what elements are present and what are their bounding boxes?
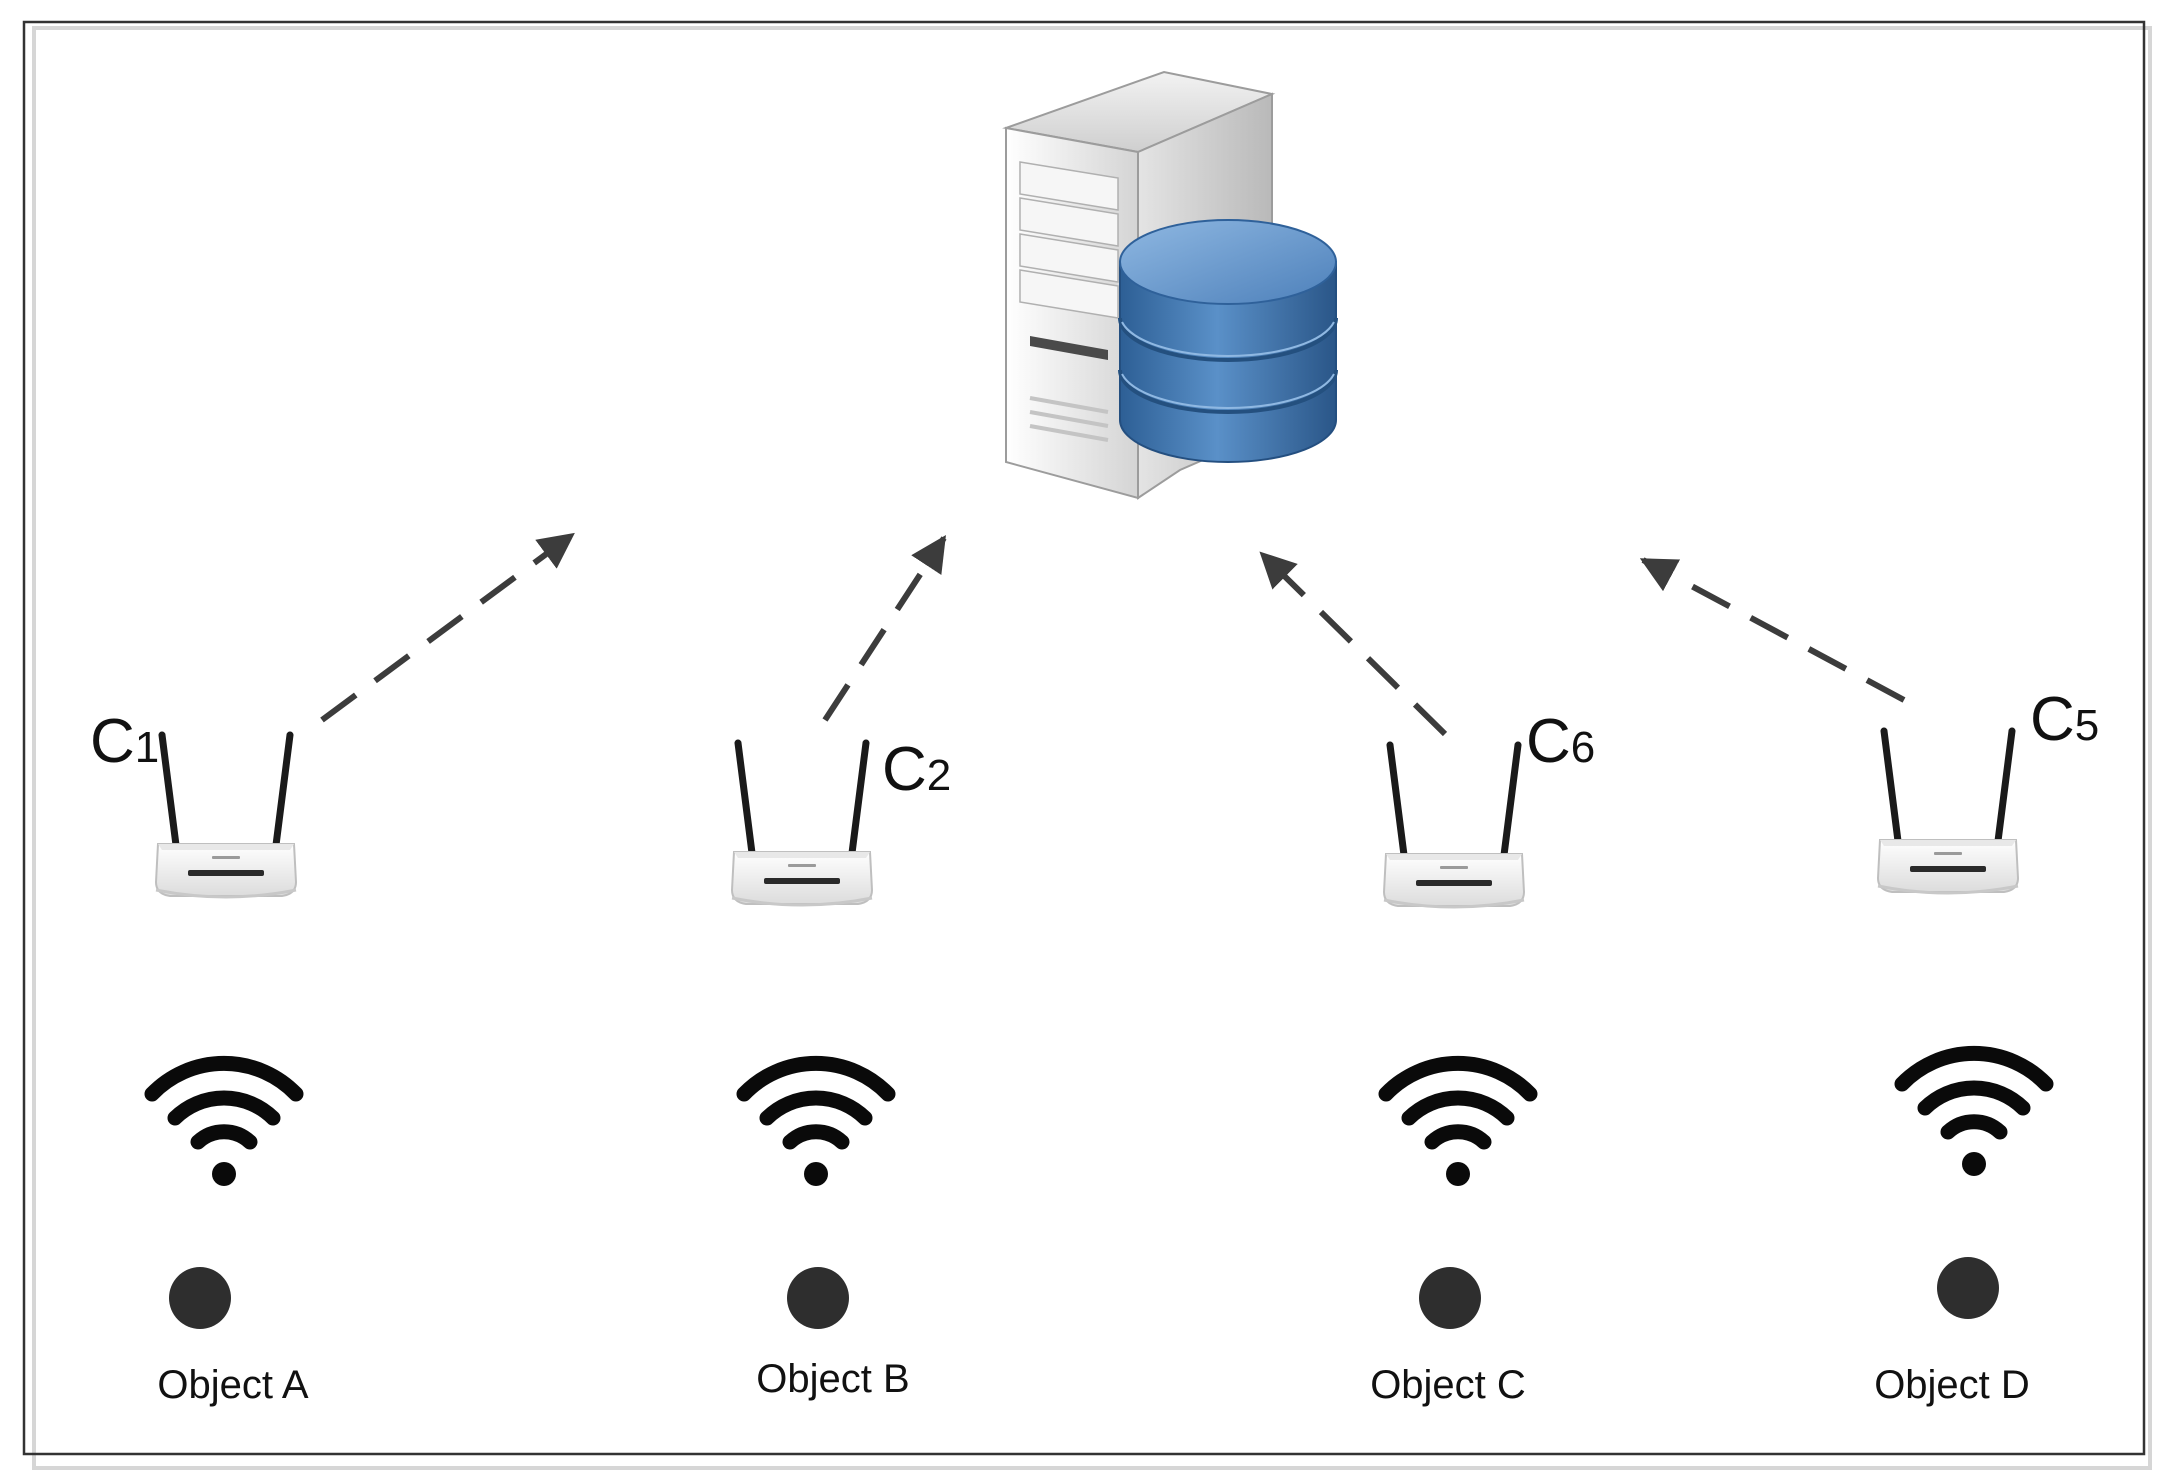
router-label-c6: C6 <box>1526 707 1595 776</box>
object-dot <box>169 1267 231 1329</box>
wifi-signal-icon <box>1386 1063 1530 1186</box>
arrow-c2-to-server <box>822 534 947 722</box>
router-c1: C1 <box>90 707 296 897</box>
arrow-c5-to-server <box>1639 557 1906 703</box>
object-c: Object C <box>1370 1267 1526 1407</box>
arrow-c6-to-server <box>1259 551 1448 737</box>
object-dot <box>1937 1257 1999 1319</box>
wifi-router-icon <box>156 735 296 897</box>
object-label: Object C <box>1370 1363 1526 1407</box>
server-with-database-icon <box>1002 70 1338 500</box>
object-a: Object A <box>157 1267 309 1407</box>
wifi-signal-icon <box>744 1063 888 1186</box>
router-c6: C6 <box>1384 707 1595 907</box>
frame-shadow <box>32 26 2152 1470</box>
object-label: Object A <box>157 1363 309 1407</box>
wifi-router-icon <box>732 743 872 905</box>
object-d: Object D <box>1874 1257 2030 1407</box>
diagram-frame <box>22 20 2146 1456</box>
connection-arrows <box>320 532 1906 737</box>
object-label: Object B <box>756 1357 909 1401</box>
arrow-c1-to-server <box>320 532 575 723</box>
object-dot <box>787 1267 849 1329</box>
router-label-c1: C1 <box>90 707 159 776</box>
router-c2: C2 <box>732 735 951 905</box>
object-dot <box>1419 1267 1481 1329</box>
router-label-c5: C5 <box>2030 685 2099 754</box>
wifi-router-icon <box>1384 745 1524 907</box>
router-c5: C5 <box>1878 685 2099 893</box>
wifi-signal-icon <box>1902 1053 2046 1176</box>
object-b: Object B <box>756 1267 910 1401</box>
object-label: Object D <box>1874 1363 2030 1407</box>
router-label-c2: C2 <box>882 735 951 804</box>
wifi-signal-icon <box>152 1063 296 1186</box>
wifi-router-icon <box>1878 731 2018 893</box>
